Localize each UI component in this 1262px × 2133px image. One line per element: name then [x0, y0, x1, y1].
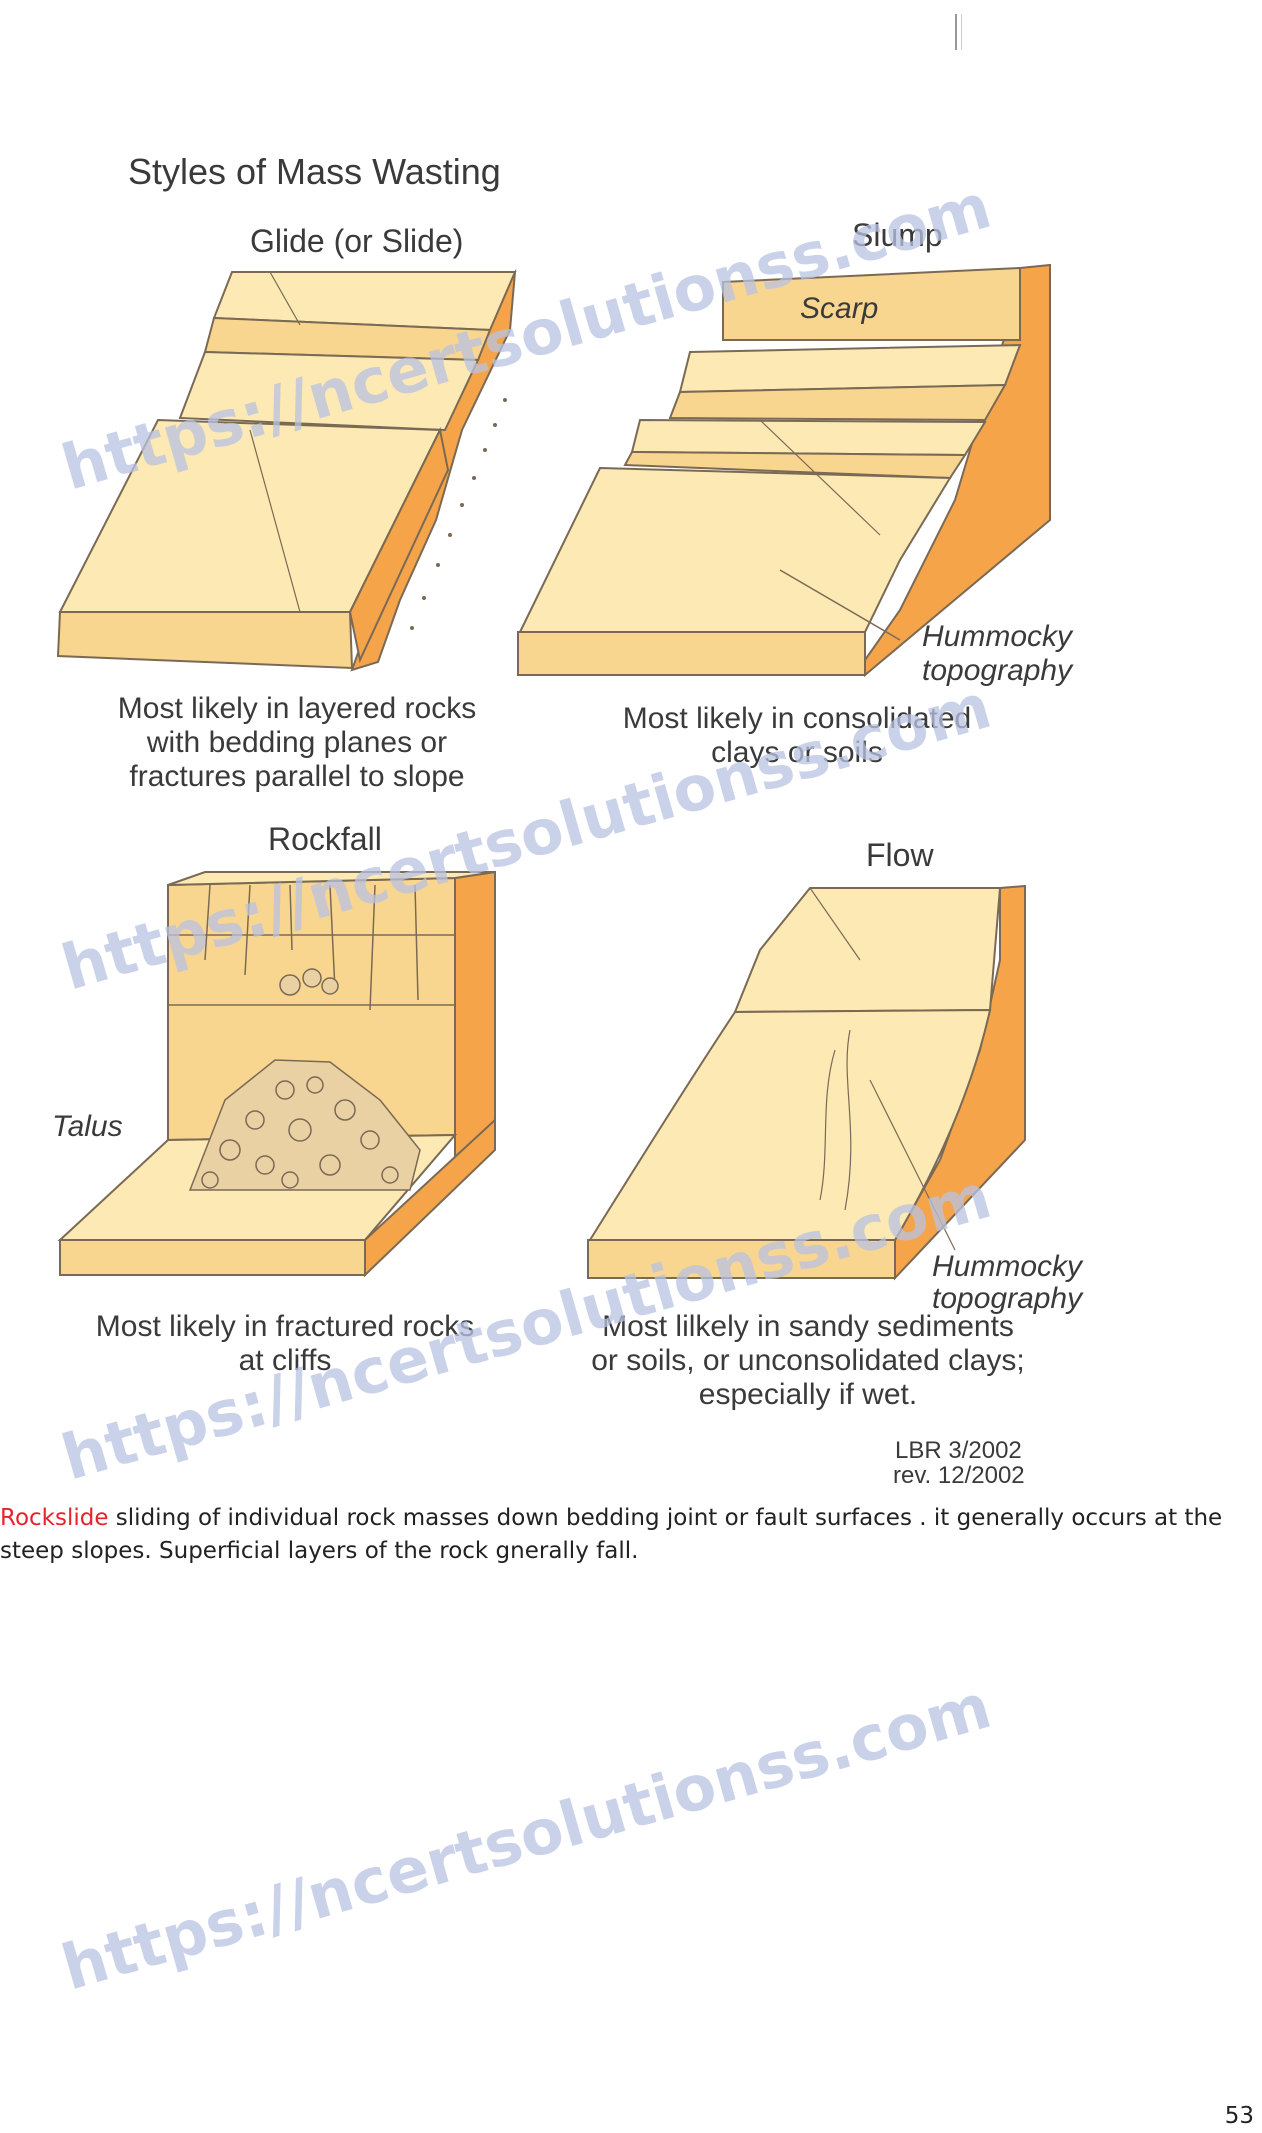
flow-panel: Flow Hummocky topography Most lilkely in…	[587, 837, 1084, 1411]
scarp-label: Scarp	[800, 292, 878, 325]
rockfall-caption-line-1: Most likely in fractured rocks	[96, 1310, 474, 1343]
glide-heading: Glide (or Slide)	[250, 223, 463, 259]
term-rockslide: Rockslide	[0, 1505, 109, 1531]
slump-block	[517, 263, 1051, 678]
slump-topography-label: topography	[922, 654, 1074, 687]
body-definition: sliding of individual rock masses down b…	[0, 1505, 1223, 1564]
slump-caption-line-2: clays or soils	[711, 736, 883, 769]
body-paragraph: Rockslide sliding of individual rock mas…	[0, 1502, 1262, 1568]
slump-panel: Slump Scarp Hummocky topography Most lik…	[517, 217, 1074, 769]
flow-caption-line-3: especially if wet.	[699, 1378, 917, 1411]
glide-caption-line-1: Most likely in layered rocks	[118, 692, 476, 725]
flow-block	[587, 884, 1026, 1281]
figure-credit-line-2: rev. 12/2002	[893, 1462, 1025, 1489]
glide-caption-line-3: fractures parallel to slope	[129, 760, 464, 793]
rockfall-caption-line-2: at cliffs	[239, 1344, 332, 1377]
watermark-bottom: https://ncertsolutionss.com	[54, 1669, 999, 2004]
flow-caption-line-1: Most lilkely in sandy sediments	[602, 1310, 1014, 1343]
rockfall-panel: Rockfall	[52, 821, 496, 1377]
glide-block	[56, 269, 517, 672]
talus-label: Talus	[52, 1110, 123, 1143]
flow-topography-label: topography	[932, 1282, 1084, 1315]
glide-panel: Glide (or Slide) Most likely in layered …	[56, 223, 517, 793]
rockfall-heading: Rockfall	[268, 821, 382, 857]
scan-mark	[955, 14, 962, 50]
flow-heading: Flow	[866, 837, 934, 873]
flow-hummocky-label: Hummocky	[932, 1250, 1084, 1283]
flow-caption-line-2: or soils, or unconsolidated clays;	[591, 1344, 1025, 1377]
talus-pile	[188, 968, 421, 1191]
glide-fracture-dots	[410, 398, 507, 630]
mass-wasting-figure: Styles of Mass Wasting Glide (or Slide) …	[52, 151, 1084, 1494]
slump-caption-line-1: Most likely in consolidated	[623, 702, 972, 735]
slump-heading: Slump	[852, 217, 943, 253]
glide-caption-line-2: with bedding planes or	[146, 726, 447, 759]
rockfall-block	[57, 870, 496, 1278]
figure-credit-line-1: LBR 3/2002	[895, 1437, 1022, 1464]
page-number: 53	[1224, 2103, 1254, 2129]
figure-title: Styles of Mass Wasting	[128, 151, 501, 192]
watermark-text: https://ncertsolutionss.com	[54, 1669, 999, 2004]
slump-hummocky-label: Hummocky	[922, 620, 1074, 653]
